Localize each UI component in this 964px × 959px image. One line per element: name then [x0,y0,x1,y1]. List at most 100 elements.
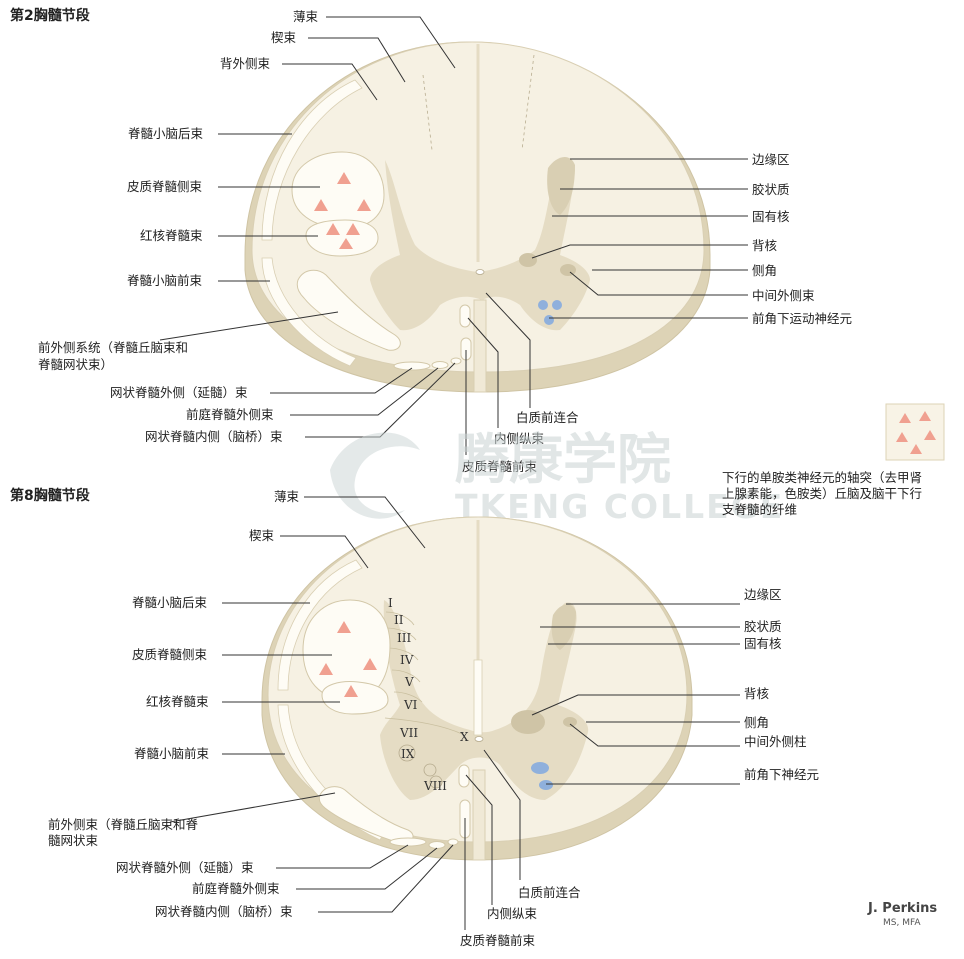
t8-label-anterior-white-commissure: 白质前连合 [518,885,581,900]
t8-lamina-boundary [384,717,463,735]
t8-posterior-spinocerebellar-tract [277,559,363,691]
t2-label-anterolateral-2: 脊髓网状束） [38,357,113,372]
section-t2-title: 第2胸髓节段 [10,7,90,24]
t2-leader-lateral-reticulospinal [270,367,413,394]
t2-leader-intermediolateral [569,271,748,296]
t2-lateral-horn [560,264,576,276]
t8-label-anterolateral-1: 前外侧束（脊髓丘脑束和脊 [48,817,199,832]
t2-posterior-spinocerebellar-tract [261,79,363,241]
t2-substantia-gelatinosa [547,156,575,215]
t8-lamina-boundary [385,627,417,641]
t2-label-anterior-corticospinal: 皮质脊髓前束 [462,459,538,474]
t8-label-intermediolateral-column: 中间外侧柱 [744,734,807,749]
t8-label-fasciculus-gracilis: 薄束 [274,489,300,504]
t8-leader-cuneatus [280,535,369,569]
t8-lamina-label: V [404,675,414,689]
t2-monoamine-triangle [339,238,353,249]
t2-label-lateral-horn: 侧角 [752,263,777,278]
t2-dorsal-nucleus [519,253,537,267]
t8-dorsal-horn-tip [473,659,483,736]
t2-label-substantia-gelatinosa: 胶状质 [752,182,790,197]
t2-label-rubrospinal: 红核脊髓束 [140,228,203,243]
signature-name: J. Perkins [867,901,937,916]
t2-monoamine-triangle [326,223,340,235]
t2-label-posterior-spinocerebellar: 脊髓小脑后束 [128,126,204,141]
t8-label-medial-longitudinal: 内侧纵束 [487,906,538,921]
t8-lamina-boundary [393,691,423,703]
t2-label-anterolateral-1: 前外侧系统（脊髓丘脑束和 [38,340,188,355]
t2-medial-longitudinal-tract [459,304,471,328]
t8-medial-reticulospinal-tract [447,838,459,846]
t8-monoamine-triangle [363,658,377,670]
t2-leader-anterior-white-commissure [485,292,531,408]
t8-lamina-label: X [460,730,469,744]
t8-label-nucleus-proprius: 固有核 [744,636,782,651]
t8-lamina-label: VII [399,726,418,740]
t2-label-lateral-vestibulospinal: 前庭脊髓外侧束 [186,407,274,422]
t8-label-ventral-horn-neurons: 前角下神经元 [744,767,819,782]
t2-label-lateral-corticospinal: 皮质脊髓侧束 [127,179,203,194]
t8-lateral-horn [563,717,577,727]
t8-leader-lateral-vestibulospinal [296,847,438,890]
t2-label-intermediolateral: 中间外侧束 [752,288,815,303]
legend-line-1: 下行的单胺类神经元的轴突（去甲肾 [722,470,922,485]
t8-lamina-viii-circle [429,775,443,789]
legend-triangle [910,444,922,454]
t2-label-nucleus-proprius: 固有核 [752,209,790,224]
t8-lamina-boundary [387,647,419,661]
t8-leader-anterolateral [169,792,336,823]
t8-central-canal [474,736,484,742]
t8-label-lateral-vestibulospinal: 前庭脊髓外侧束 [192,881,280,896]
watermark-cn: 腾康学院 [455,427,671,491]
t8-dorsal-nucleus [511,710,545,734]
t2-label-marginal-zone: 边缘区 [752,152,790,167]
section-t8: 第8胸髓节段 [10,487,819,948]
t2-label-medial-longitudinal: 内侧纵束 [494,431,545,446]
t2-leader-lateral-vestibulospinal [290,367,439,416]
t8-leader-lateral-reticulospinal [276,844,409,869]
section-t2: 第2胸髓节段 [10,7,852,474]
t2-gray-matter [370,160,590,331]
t2-leader-medial-longitudinal [467,317,499,428]
legend-triangle [924,430,936,440]
t2-motor-neuron [552,300,562,310]
signature-credentials: MS, MFA [883,918,921,928]
t8-leader-gracilis [304,496,426,549]
t8-leader-intermediolateral [569,723,740,747]
t8-label-medial-reticulospinal: 网状脊髓内侧（脑桥）束 [155,904,293,919]
t8-label-lateral-reticulospinal: 网状脊髓外侧（延髓）束 [116,860,254,875]
t2-label-lateral-reticulospinal: 网状脊髓外侧（延髓）束 [110,385,248,400]
t8-lamina-ix-circle [398,744,416,762]
legend-line-2: 上腺素能，色胺类）丘脑及脑干下行 [722,486,922,501]
t2-leader-dorsal-nucleus [531,244,748,259]
t2-anterior-median-fissure [473,299,487,393]
t2-leader-gracilis [326,16,456,69]
t8-lamina-label: III [397,631,411,645]
t2-label-ventral-motor-neurons: 前角下运动神经元 [752,311,852,326]
t8-motor-neuron [531,762,549,774]
t8-motor-neuron [539,780,553,790]
t2-monoamine-triangle [346,223,360,235]
t8-lamina-label: VI [403,698,418,712]
watermark: 腾康学院 TKENG COLLEGE [330,427,782,526]
legend-line-3: 支脊髓的纤维 [722,502,797,517]
t8-label-anterior-corticospinal: 皮质脊髓前束 [460,933,536,948]
t2-anterior-spinocerebellar-tract [261,257,357,367]
t2-label-dorsal-nucleus: 背核 [752,238,778,253]
t8-lamina-label: VIII [423,779,447,793]
t2-monoamine-triangle [314,199,328,211]
t8-leader-medial-reticulospinal [318,844,454,913]
t2-dashed-septum [521,54,535,151]
t2-label-anterior-spinocerebellar: 脊髓小脑前束 [127,273,203,288]
t8-lamina-label: IX [401,747,415,761]
legend-triangle [899,413,911,423]
t8-lamina-boundary [385,611,415,626]
watermark-logo [330,432,420,519]
t2-leader-anterolateral [159,311,339,341]
t2-leader-dorsolateral [282,63,378,101]
t2-label-fasciculus-gracilis: 薄束 [293,9,319,24]
t2-monoamine-triangle [337,172,351,184]
t8-lamina-viii-circle [423,763,437,777]
t8-rubrospinal-tract [321,681,389,715]
